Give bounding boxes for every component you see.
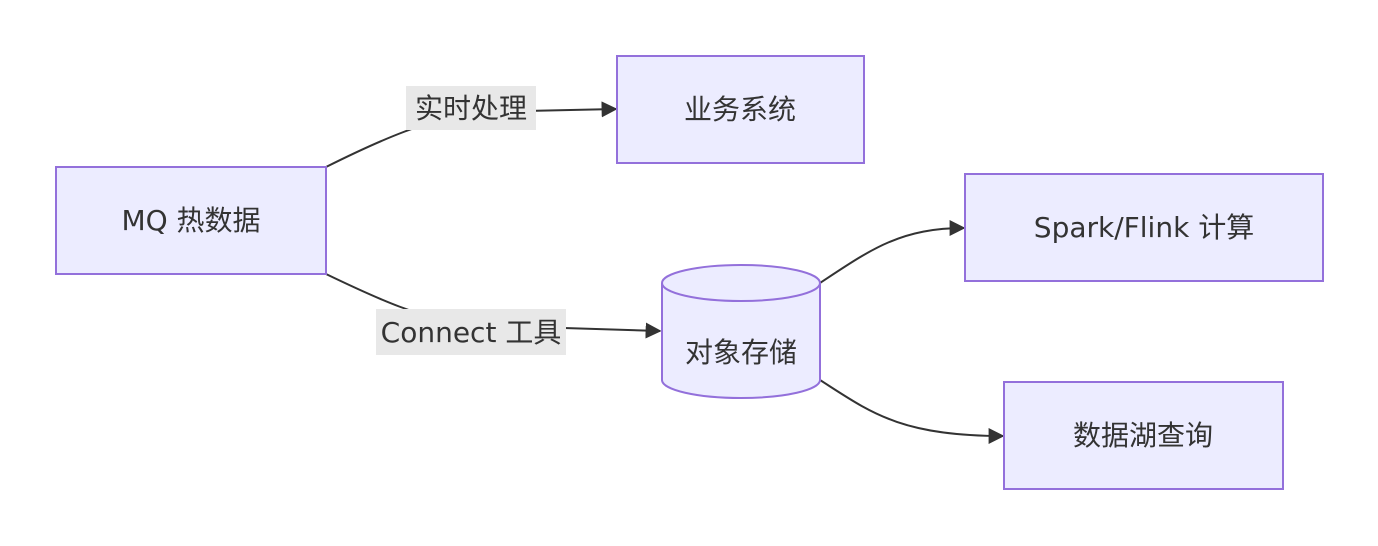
svg-text:Connect 工具: Connect 工具 — [381, 316, 562, 349]
svg-text:数据湖查询: 数据湖查询 — [1073, 419, 1213, 452]
svg-text:MQ 热数据: MQ 热数据 — [121, 204, 260, 237]
node-object-storage[interactable]: 对象存储 — [661, 264, 821, 399]
edge-label-realtime: 实时处理 — [406, 86, 536, 130]
node-business-system[interactable]: 业务系统 — [616, 55, 865, 164]
svg-text:业务系统: 业务系统 — [684, 93, 796, 126]
svg-text:Spark/Flink 计算: Spark/Flink 计算 — [1034, 211, 1254, 244]
svg-text:对象存储: 对象存储 — [685, 336, 797, 369]
svg-text:实时处理: 实时处理 — [415, 92, 527, 125]
edge-label-connect: Connect 工具 — [376, 309, 566, 355]
edge-storage-to-lake — [819, 379, 1005, 444]
node-mq-hot-data[interactable]: MQ 热数据 — [55, 166, 327, 275]
node-spark-flink-compute[interactable]: Spark/Flink 计算 — [964, 173, 1324, 282]
node-data-lake-query[interactable]: 数据湖查询 — [1003, 381, 1284, 490]
edge-storage-to-spark — [819, 220, 966, 284]
